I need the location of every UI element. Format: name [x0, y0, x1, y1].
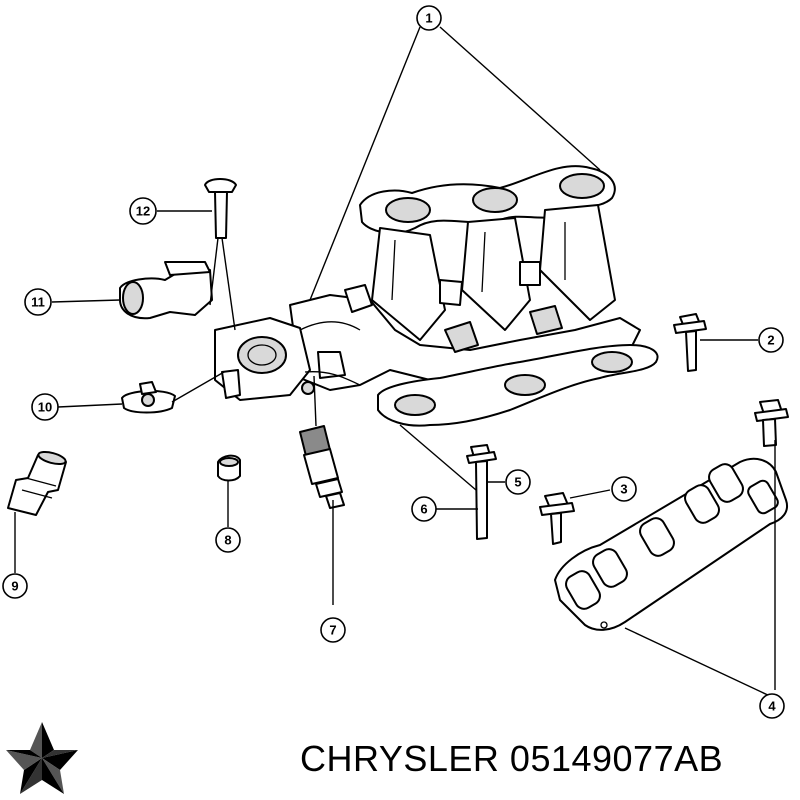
svg-text:5: 5: [514, 475, 521, 490]
callout-10: 10: [31, 393, 59, 421]
brand-part-number-caption: CHRYSLER 05149077AB: [300, 738, 795, 788]
svg-text:6: 6: [420, 502, 427, 517]
cap-part-8: [217, 454, 241, 482]
callout-3: 3: [611, 476, 637, 502]
svg-text:12: 12: [136, 204, 150, 219]
svg-text:4: 4: [768, 699, 776, 714]
brand-name: CHRYSLER: [300, 738, 500, 779]
callout-2: 2: [758, 327, 784, 353]
water-outlet-part-11: [119, 261, 213, 320]
leader-lines: [14, 26, 776, 698]
intake-manifold: [214, 165, 659, 427]
pentastar-logo-icon: [6, 722, 78, 794]
bolt-gasket: [754, 399, 789, 447]
svg-text:2: 2: [767, 333, 774, 348]
callout-12: 12: [129, 197, 157, 225]
bolt-part-2: [673, 313, 707, 372]
manifold-gasket-part-4: [554, 457, 788, 631]
tube-fitting-part-9: [7, 450, 67, 516]
coolant-sensor-part-7: [299, 425, 345, 509]
bolt-part-3: [539, 492, 575, 545]
svg-text:8: 8: [224, 533, 231, 548]
svg-text:9: 9: [11, 579, 18, 594]
thermostat-part-10: [121, 381, 176, 414]
callout-7: 7: [320, 617, 346, 643]
svg-text:1: 1: [425, 11, 432, 26]
callout-11: 11: [24, 288, 52, 316]
svg-text:10: 10: [38, 400, 52, 415]
callout-5: 5: [505, 469, 531, 495]
stud-part-5-6: [466, 444, 497, 540]
svg-text:11: 11: [31, 295, 45, 310]
callout-9: 9: [2, 573, 28, 599]
callout-6: 6: [411, 496, 437, 522]
callout-4: 4: [759, 693, 785, 719]
svg-text:7: 7: [329, 623, 336, 638]
callout-8: 8: [215, 527, 241, 553]
bolt-part-12: [204, 178, 237, 239]
callout-1: 1: [416, 5, 442, 31]
svg-text:3: 3: [620, 482, 627, 497]
part-number: 05149077AB: [509, 738, 724, 779]
